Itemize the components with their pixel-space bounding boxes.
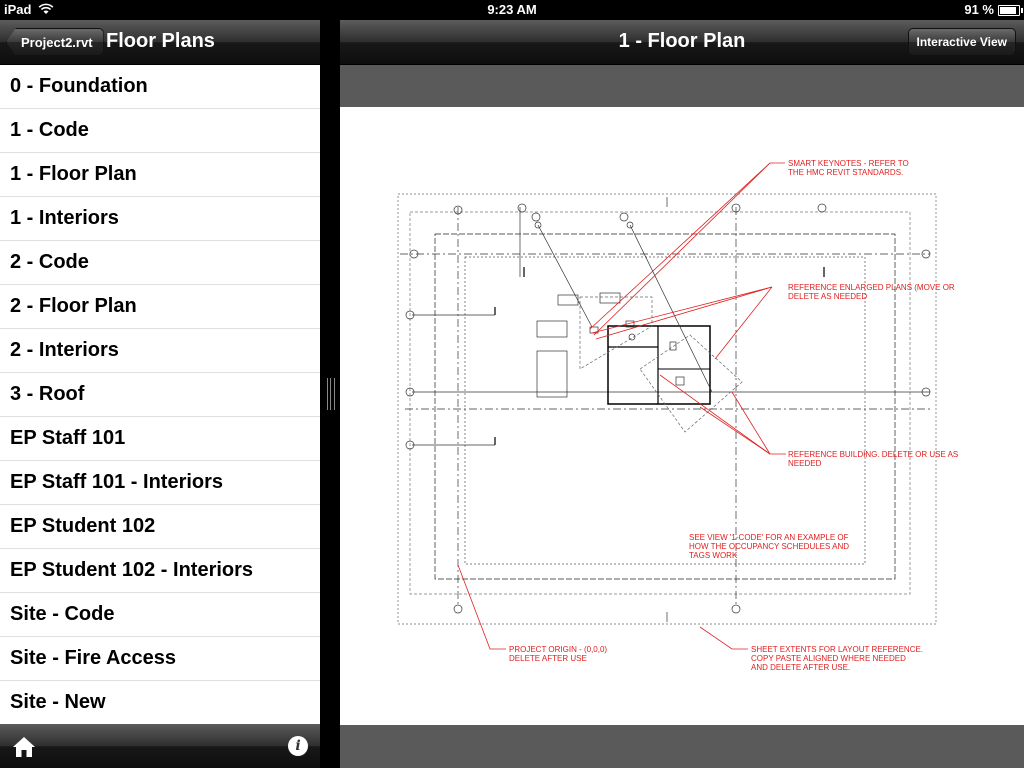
back-button[interactable]: Project2.rvt (6, 28, 104, 56)
panel-title: Floor Plans (106, 30, 215, 52)
interactive-view-button[interactable]: Interactive View (907, 28, 1016, 56)
note-sheet-extents: SHEET EXTENTS FOR LAYOUT REFERENCE. COPY… (751, 645, 924, 672)
list-item[interactable]: Site - Code (0, 593, 320, 637)
bottom-toolbar: i (0, 724, 320, 768)
drawing-sheet[interactable]: SMART KEYNOTES - REFER TO THE HMC REVIT … (340, 107, 1024, 725)
wifi-icon (38, 3, 54, 14)
status-bar: iPad 9:23 AM 91 % (0, 0, 1024, 20)
battery-icon (998, 5, 1023, 16)
list-item[interactable]: EP Student 102 (0, 505, 320, 549)
views-panel: Project2.rvt Floor Plans 0 - Foundation … (0, 20, 320, 768)
battery-percent: 91 % (964, 2, 994, 17)
list-item[interactable]: EP Staff 101 (0, 417, 320, 461)
view-title: 1 - Floor Plan (618, 30, 746, 52)
note-smart-keynotes: SMART KEYNOTES - REFER TO THE HMC REVIT … (788, 159, 909, 177)
split-handle[interactable] (327, 378, 335, 410)
list-item[interactable]: 2 - Interiors (0, 329, 320, 373)
list-item[interactable]: 0 - Foundation (0, 65, 320, 109)
view-list: 0 - Foundation 1 - Code 1 - Floor Plan 1… (0, 65, 320, 725)
list-item[interactable]: EP Staff 101 - Interiors (0, 461, 320, 505)
list-item[interactable]: 2 - Code (0, 241, 320, 285)
left-nav-bar: Project2.rvt Floor Plans (0, 20, 320, 65)
device-name: iPad (4, 2, 32, 17)
list-item[interactable]: Site - Fire Access (0, 637, 320, 681)
note-see-view: SEE VIEW '1-CODE' FOR AN EXAMPLE OF HOW … (689, 533, 850, 560)
viewer-panel: 1 - Floor Plan Interactive View (340, 20, 1024, 768)
note-enlarged-plans: REFERENCE ENLARGED PLANS (MOVE OR DELETE… (788, 283, 955, 301)
list-item[interactable]: 2 - Floor Plan (0, 285, 320, 329)
list-item[interactable]: 1 - Floor Plan (0, 153, 320, 197)
list-item[interactable]: 3 - Roof (0, 373, 320, 417)
floor-plan-drawing (397, 162, 937, 650)
note-reference-building: REFERENCE BUILDING. DELETE OR USE AS NEE… (788, 450, 959, 468)
note-project-origin: PROJECT ORIGIN - (0,0,0) DELETE AFTER US… (509, 645, 608, 663)
info-icon[interactable]: i (288, 736, 308, 756)
clock: 9:23 AM (487, 2, 537, 17)
list-item[interactable]: EP Student 102 - Interiors (0, 549, 320, 593)
list-item[interactable]: Site - New (0, 681, 320, 725)
list-item[interactable]: 1 - Code (0, 109, 320, 153)
home-icon[interactable] (12, 736, 36, 758)
list-item[interactable]: 1 - Interiors (0, 197, 320, 241)
right-nav-bar: 1 - Floor Plan Interactive View (340, 20, 1024, 65)
